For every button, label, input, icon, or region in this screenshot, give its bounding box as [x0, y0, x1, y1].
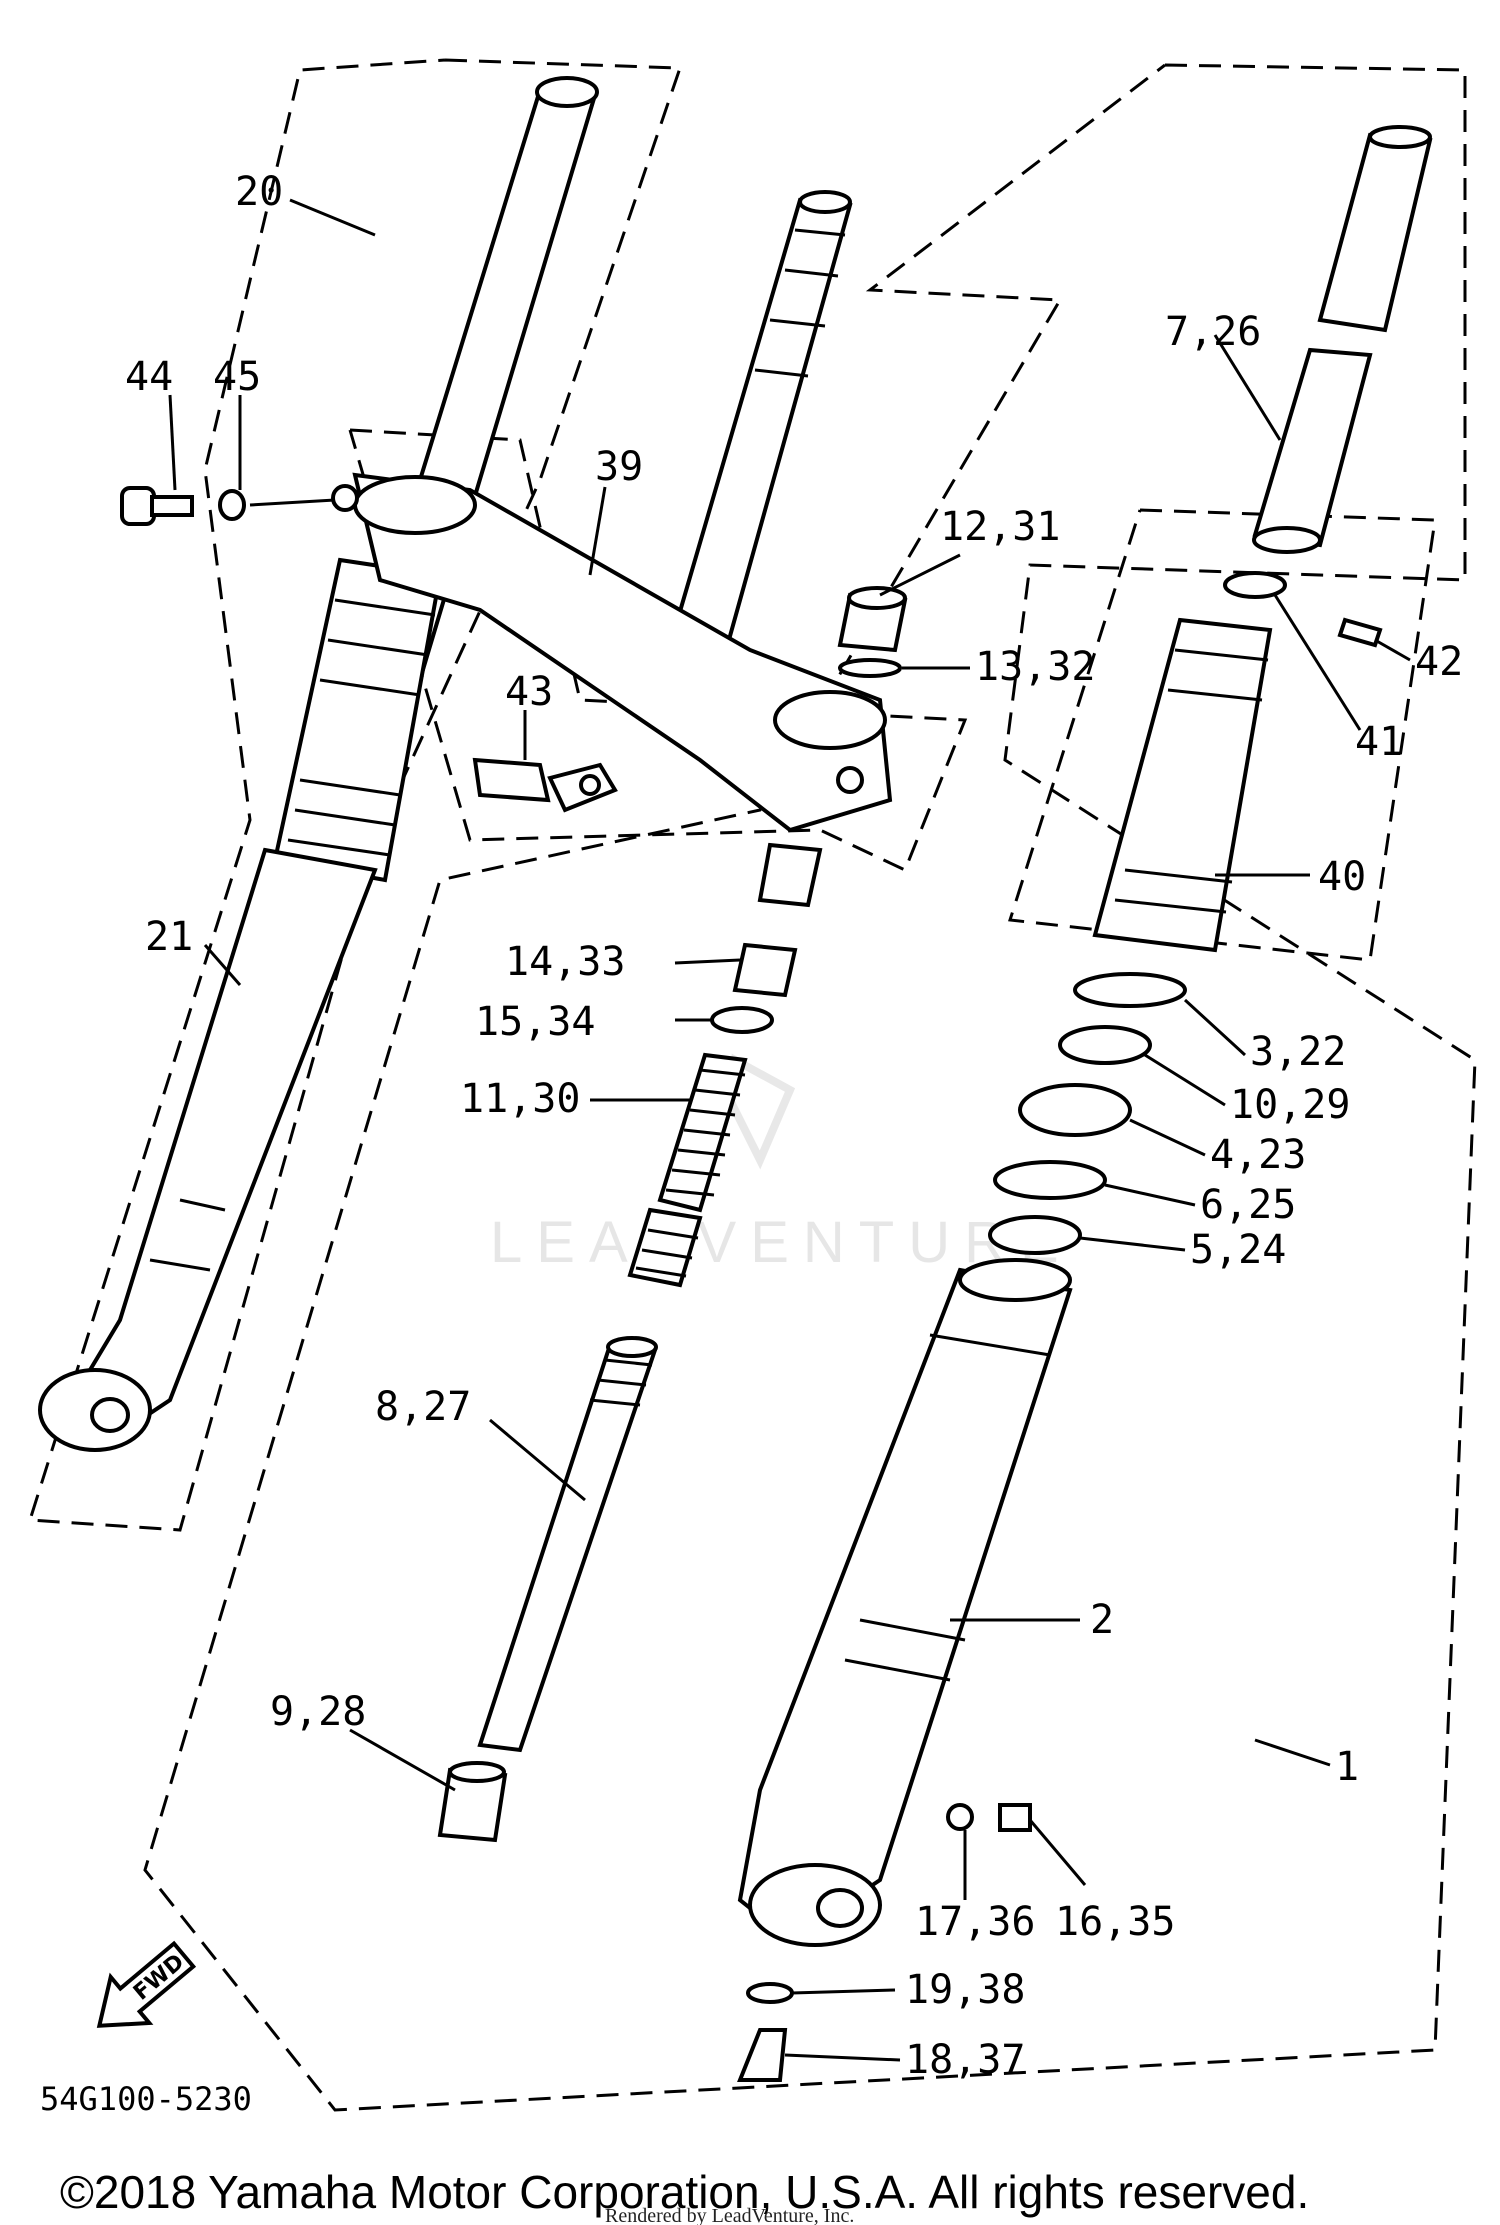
- outer-tube-2: [737, 1267, 1073, 1943]
- group-outlines: [27, 58, 1477, 2112]
- bracket-left-bolt-hole: [331, 484, 359, 512]
- rendered-by-text: Rendered by LeadVenture, Inc.: [605, 2205, 854, 2225]
- left-fork-boot: [272, 557, 443, 883]
- washer-6: [993, 1160, 1107, 1200]
- label-1: 1: [1335, 1744, 1359, 1790]
- screw-42: [1337, 617, 1383, 648]
- seal-10: [1058, 1025, 1152, 1065]
- label-16-35: 16,35: [1055, 1899, 1175, 1945]
- label-11-30: 11,30: [460, 1076, 580, 1122]
- fwd-arrow-shape: [96, 1940, 197, 2028]
- label-43: 43: [505, 669, 553, 715]
- label-15-34: 15,34: [475, 999, 595, 1045]
- label-4-23: 4,23: [1210, 1132, 1306, 1178]
- spring-lower: [627, 1207, 703, 1288]
- label-2: 2: [1090, 1597, 1114, 1643]
- label-44: 44: [125, 354, 173, 400]
- label-3-22: 3,22: [1250, 1029, 1346, 1075]
- under-bracket: [331, 190, 893, 833]
- right-fork-outline: [143, 63, 1477, 2112]
- label-7-26: 7,26: [1165, 309, 1261, 355]
- pinch-bolt: [120, 486, 336, 526]
- seal-4: [1018, 1083, 1132, 1137]
- washer-17: [946, 1803, 974, 1831]
- bolt-16: [998, 1803, 1032, 1832]
- label-13-32: 13,32: [975, 644, 1095, 690]
- stem-top: [798, 190, 852, 214]
- cable-holder: [472, 757, 618, 813]
- dust-boot-40: [1092, 617, 1273, 953]
- bushing-5: [988, 1215, 1082, 1255]
- bracket-right-bolt-hole: [836, 766, 864, 794]
- damper-parts: [437, 586, 908, 1843]
- axle-hole-2: [816, 1888, 864, 1928]
- collar-14: [732, 942, 798, 998]
- label-8-27: 8,27: [375, 1384, 471, 1430]
- bracket-body: [352, 472, 893, 833]
- label-12-31: 12,31: [940, 504, 1060, 550]
- watermark-text: LEADVENTURE: [490, 1210, 1073, 1275]
- bolt-18: [737, 2028, 788, 2082]
- copyright-text: ©2018 Yamaha Motor Corporation, U.S.A. A…: [60, 2166, 1309, 2218]
- watermark: LEADVENTURE: [490, 1053, 1073, 1275]
- leader-lines: [168, 198, 1411, 2062]
- left-fork-outline: [27, 58, 683, 1532]
- circlip-3: [1073, 972, 1187, 1008]
- label-9-28: 9,28: [270, 1689, 366, 1735]
- clip-41: [1223, 571, 1287, 599]
- label-45: 45: [213, 354, 261, 400]
- bracket-outline: [348, 428, 968, 873]
- left-tube-cap: [535, 76, 599, 108]
- label-21: 21: [145, 914, 193, 960]
- left-axle-hole: [90, 1397, 130, 1433]
- label-10-29: 10,29: [1230, 1082, 1350, 1128]
- label-14-33: 14,33: [505, 939, 625, 985]
- diagram-code: 54G100-5230: [40, 2080, 252, 2118]
- label-18-37: 18,37: [905, 2037, 1025, 2083]
- label-5-24: 5,24: [1190, 1227, 1286, 1273]
- right-fork-assembly: [737, 125, 1433, 2082]
- cap-group-outline: [1008, 508, 1437, 962]
- damper-piston: [757, 842, 823, 908]
- oring-13: [838, 658, 902, 678]
- damper-rod-8: [477, 1342, 658, 1753]
- label-41: 41: [1355, 719, 1403, 765]
- part-labels: 20 21 44 45 39 43 12,31 13,32 14,33 15,3…: [125, 169, 1463, 2083]
- fwd-arrow: FWD: [96, 1940, 197, 2028]
- bracket-right-clamp: [773, 690, 887, 750]
- label-19-38: 19,38: [905, 1967, 1025, 2013]
- label-6-25: 6,25: [1200, 1182, 1296, 1228]
- label-39: 39: [595, 444, 643, 490]
- bracket-left-clamp: [353, 475, 477, 535]
- label-17-36: 17,36: [915, 1899, 1035, 1945]
- washer-19: [746, 1982, 794, 2004]
- upper-tube-7: [1317, 132, 1433, 333]
- spacer-15: [710, 1006, 774, 1034]
- label-20: 20: [235, 169, 283, 215]
- label-42: 42: [1415, 639, 1463, 685]
- left-outer-tube: [57, 847, 378, 1443]
- label-40: 40: [1318, 854, 1366, 900]
